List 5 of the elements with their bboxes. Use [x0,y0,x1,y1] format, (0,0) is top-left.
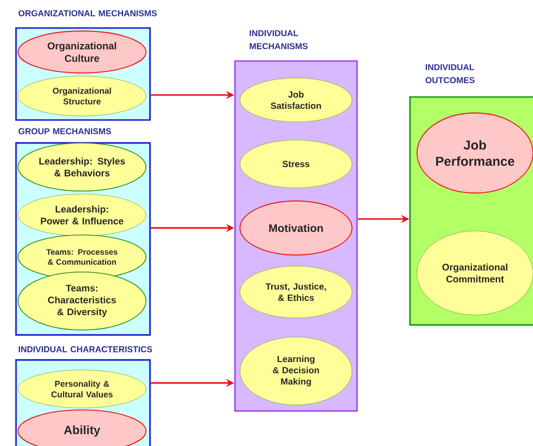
group-heading: ORGANIZATIONAL MECHANISMS [18,10,157,16]
group-heading: GROUP MECHANISMS [18,128,112,134]
group-heading: INDIVIDUAL MECHANISMS [250,30,308,50]
group-heading: INDIVIDUAL OUTCOMES [426,64,475,84]
group-heading: INDIVIDUAL CHARACTERISTICS [18,346,152,352]
